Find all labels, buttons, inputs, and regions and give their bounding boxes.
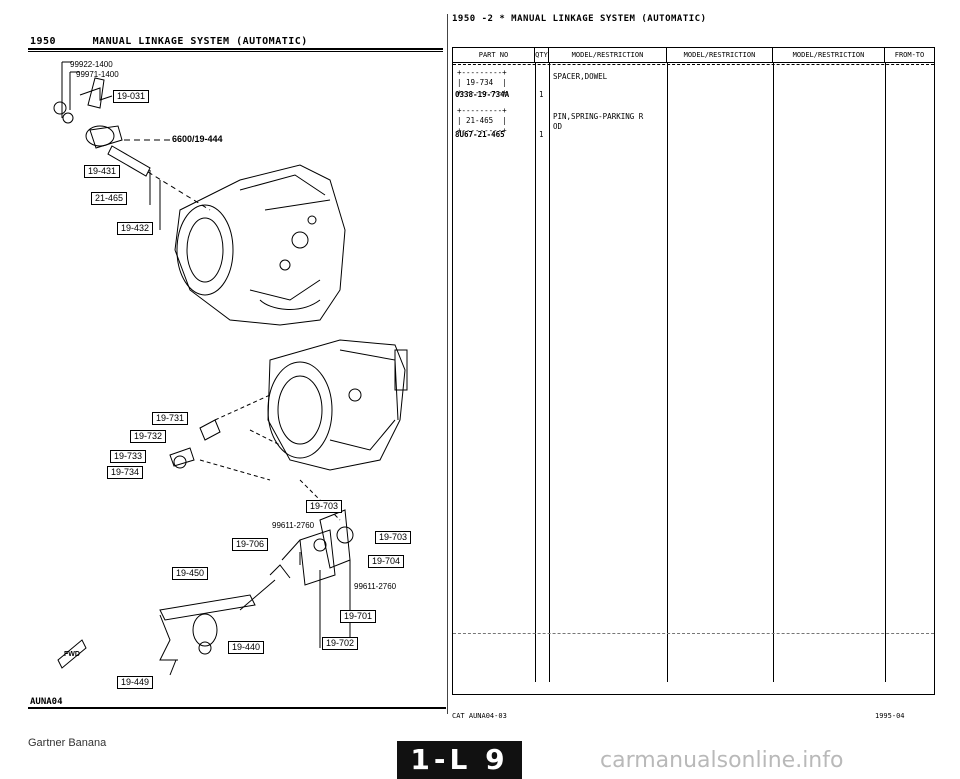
part-number: 8U67-21-465 <box>455 130 505 139</box>
part-callout: 21-465 <box>91 192 128 205</box>
part-callout: 19-732 <box>130 430 167 443</box>
quantity: 1 <box>539 90 544 99</box>
table-end-rule <box>453 633 934 634</box>
quantity: 1 <box>539 130 544 139</box>
header-rule <box>453 64 934 65</box>
part-label: 99922-1400 <box>70 60 113 69</box>
left-header: 1950 MANUAL LINKAGE SYSTEM (AUTOMATIC) <box>30 36 308 47</box>
page-number-box <box>397 741 522 779</box>
part-callout: 19-432 <box>117 222 154 235</box>
part-label: 6600/19-444 <box>172 134 223 144</box>
column-header: FROM-TO <box>894 51 925 59</box>
parts-table: PART NO QTY MODEL/RESTRICTION MODEL/REST… <box>452 47 935 695</box>
part-callout: 19-733 <box>110 450 147 463</box>
reference-box: +---------+ | 19-734 | +---------+ <box>457 68 507 97</box>
header-rule <box>453 62 934 63</box>
part-callout: 19-701 <box>340 610 377 623</box>
part-description: PIN,SPRING-PARKING R OD <box>553 112 644 131</box>
page-number: 1-L 9 <box>410 743 509 776</box>
exploded-parts-diagram <box>53 61 408 676</box>
part-callout: 19-431 <box>84 165 121 178</box>
part-callout: 19-031 <box>113 90 150 103</box>
part-callout: 19-702 <box>322 637 359 650</box>
watermark: carmanualsonline.info <box>600 748 844 773</box>
table-title: 1950 -2 * MANUAL LINKAGE SYSTEM (AUTOMAT… <box>452 14 707 24</box>
column-header: MODEL/RESTRICTION <box>773 48 885 62</box>
front-marker-label: FWD <box>64 651 80 658</box>
column-divider <box>549 62 550 682</box>
catalog-date: 1995-04 <box>875 712 905 720</box>
footer-rule <box>28 707 446 709</box>
part-callout: 19-440 <box>228 641 265 654</box>
column-header: QTY <box>535 48 549 62</box>
column-divider <box>667 62 668 682</box>
part-label: 99611-2760 <box>354 582 397 591</box>
page-divider <box>447 14 448 714</box>
part-callout: 19-731 <box>152 412 189 425</box>
part-callout: 19-703 <box>375 531 412 544</box>
part-label: 99611-2760 <box>272 521 315 530</box>
section-code: 1950 <box>30 36 57 47</box>
part-label: 99971-1400 <box>76 70 119 79</box>
part-callout: 19-706 <box>232 538 269 551</box>
brand-text: Gartner Banana <box>28 737 107 749</box>
column-header: MODEL/RESTRICTION <box>667 48 773 62</box>
column-divider <box>535 62 536 682</box>
column-divider <box>773 62 774 682</box>
catalog-reference: CAT AUNA04-03 <box>452 712 507 720</box>
column-divider <box>885 62 886 682</box>
header-rule <box>28 51 443 52</box>
part-callout: 19-734 <box>107 466 144 479</box>
part-callout: 19-449 <box>117 676 154 689</box>
part-callout: 19-450 <box>172 567 209 580</box>
column-header: MODEL/RESTRICTION <box>549 48 667 62</box>
part-callout: 19-704 <box>368 555 405 568</box>
header-rule <box>28 48 443 50</box>
part-description: SPACER,DOWEL <box>553 72 608 81</box>
section-title: MANUAL LINKAGE SYSTEM (AUTOMATIC) <box>92 36 308 47</box>
column-header: PART NO <box>453 48 535 62</box>
catalog-code: AUNA04 <box>30 697 63 707</box>
reference-box: +---------+ | 21-465 | +---------+ <box>457 106 507 135</box>
part-number: 0338-19-734A <box>455 90 510 99</box>
part-callout: 19-703 <box>306 500 343 513</box>
